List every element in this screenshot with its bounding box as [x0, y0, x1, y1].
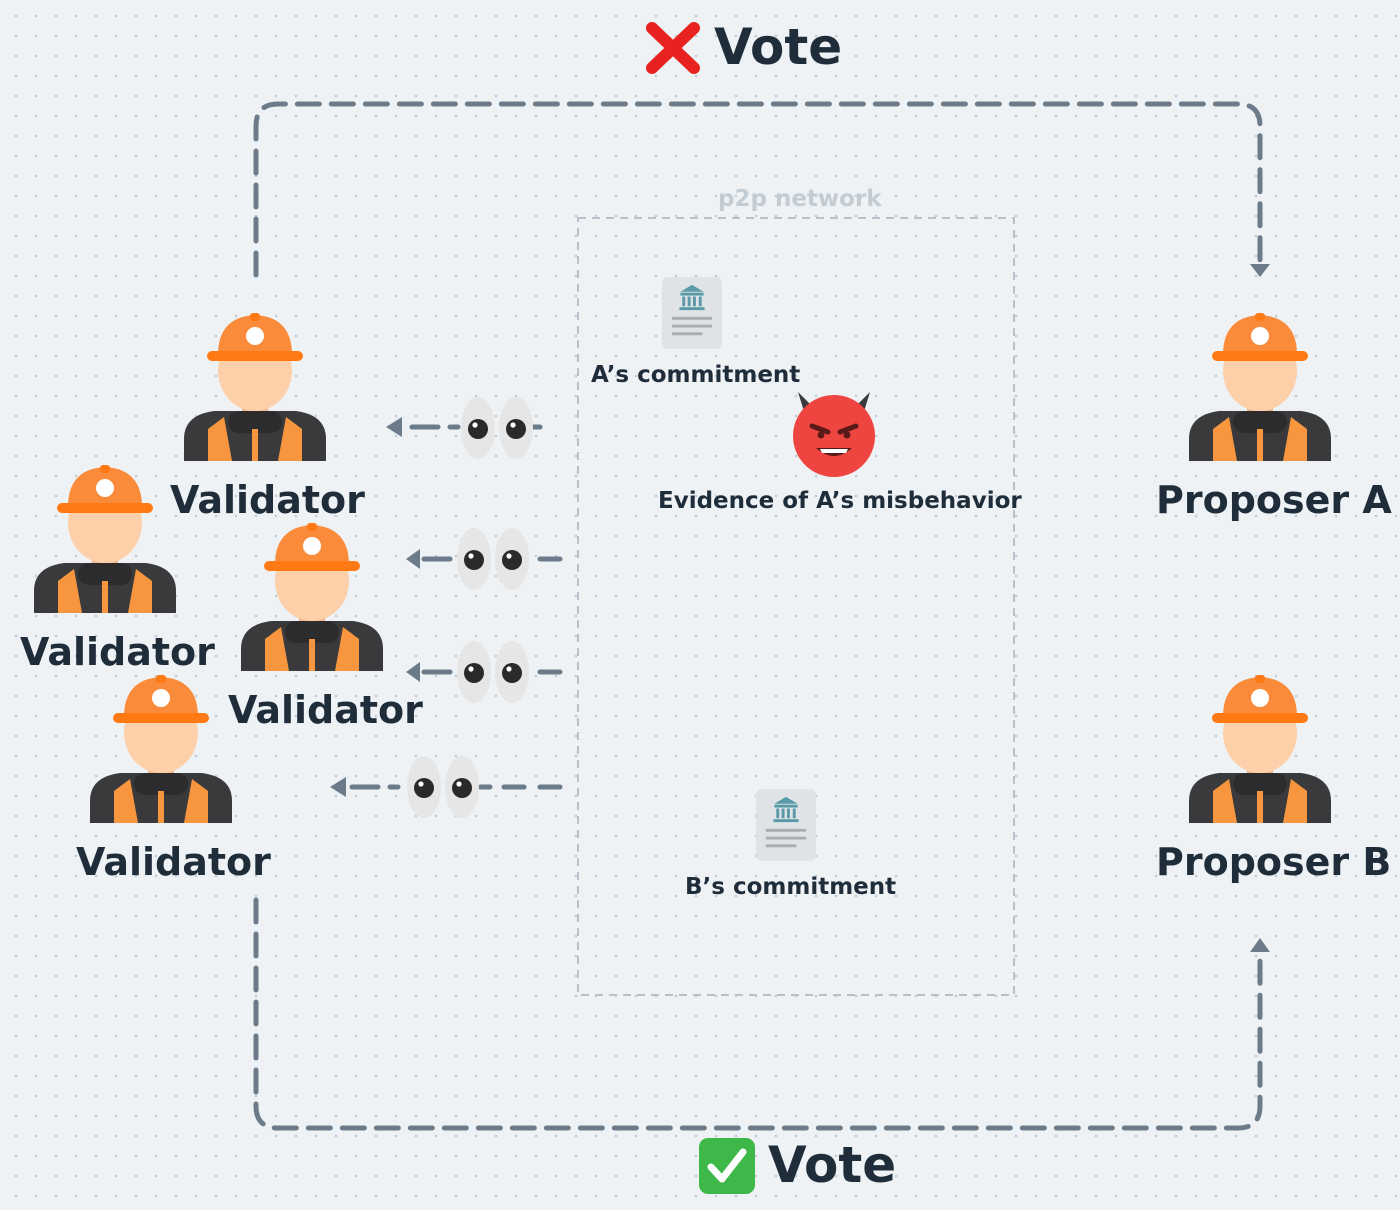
eyes-icon [402, 755, 486, 819]
eyes-icon [452, 527, 536, 591]
top-vote-path [253, 101, 1263, 278]
p2p-network-label: p2p network [718, 186, 882, 212]
a-commitment-label: A’s commitment [591, 362, 801, 388]
gossip-arrowhead-3 [406, 662, 420, 682]
validator-3-icon [237, 521, 387, 671]
bottom-arrowhead [1250, 938, 1270, 952]
gossip-arrowhead-4 [330, 777, 346, 797]
validator-2-icon [30, 463, 180, 613]
red-cross-icon [646, 22, 700, 74]
validator-4-label: Validator [76, 840, 271, 884]
proposer-a-icon [1185, 311, 1335, 461]
proposer-b-icon [1185, 673, 1335, 823]
top-vote-label: Vote [714, 18, 843, 76]
validator-2-label: Validator [20, 630, 215, 674]
validator-1-icon [180, 311, 330, 461]
bottom-vote-path [253, 897, 1263, 1131]
b-commitment-document-icon [755, 788, 817, 862]
eyes-icon [452, 640, 536, 704]
validator-1-label: Validator [170, 478, 365, 522]
proposer-a-label: Proposer A [1156, 478, 1392, 522]
evidence-label: Evidence of A’s misbehavior [658, 488, 1022, 514]
validator-4-icon [86, 673, 236, 823]
top-arrowhead [1250, 264, 1270, 277]
a-commitment-document-icon [661, 276, 723, 350]
validator-3-label: Validator [228, 688, 423, 732]
green-check-icon [699, 1138, 755, 1194]
eyes-icon [456, 396, 540, 460]
angry-devil-face-icon [793, 392, 875, 477]
p2p-network-box [577, 217, 1015, 996]
b-commitment-label: B’s commitment [685, 874, 897, 900]
proposer-b-label: Proposer B [1156, 840, 1392, 884]
gossip-arrowhead-2 [406, 549, 420, 569]
gossip-arrowhead-1 [386, 417, 402, 437]
bottom-vote-label: Vote [768, 1136, 897, 1194]
